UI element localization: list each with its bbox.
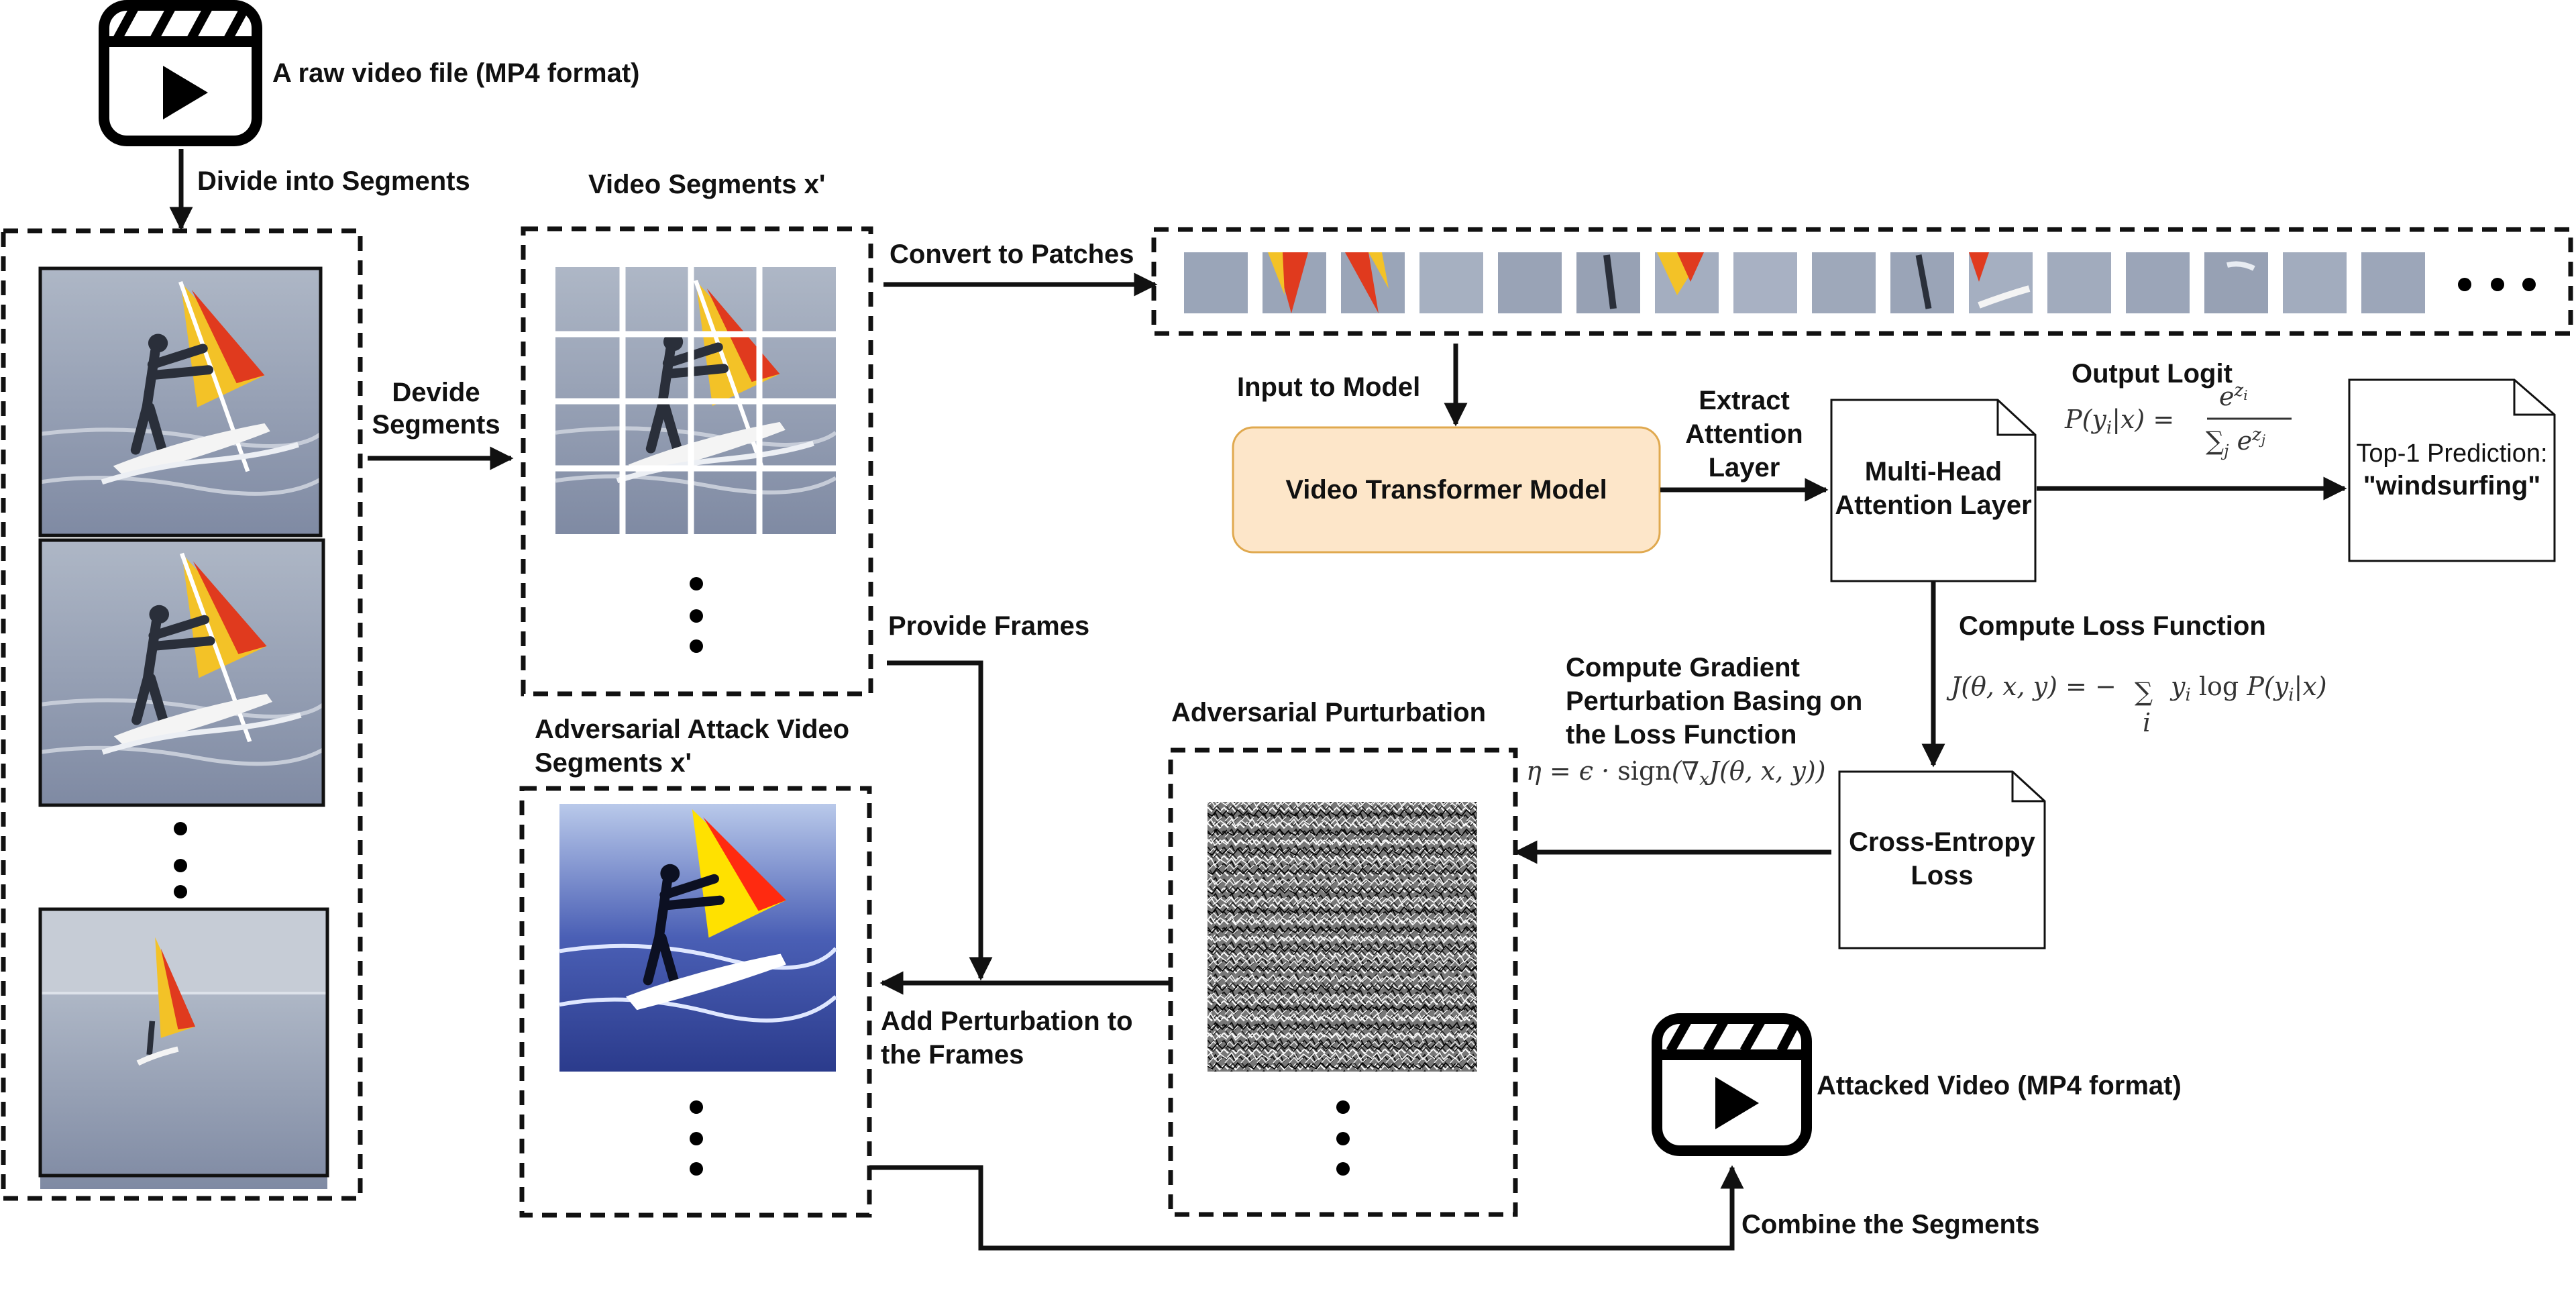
svg-text:∑: ∑ — [2135, 677, 2153, 707]
raw-video-icon — [99, 0, 262, 146]
video-transformer-box — [1232, 426, 1661, 554]
mha-label-2: Attention Layer — [1835, 490, 2031, 520]
patch-grid — [555, 267, 836, 534]
add-pert-label-2: the Frames — [881, 1040, 1024, 1070]
frame-2 — [40, 540, 323, 805]
input-to-model-label: Input to Model — [1237, 372, 1420, 402]
top1-label-1: Top-1 Prediction: — [2356, 439, 2547, 468]
frame-1 — [40, 268, 321, 535]
ellipsis-adv — [690, 1100, 703, 1176]
top1-label-2: "windsurfing" — [2363, 471, 2541, 501]
attacked-video-icon — [1652, 1013, 1812, 1156]
extract-label-3: Layer — [1709, 453, 1780, 482]
frames-container — [1, 228, 363, 1201]
extract-label-2: Attention — [1685, 419, 1803, 449]
arrow-combine — [869, 1165, 1744, 1251]
compute-grad-label-3: the Loss Function — [1566, 720, 1796, 749]
adv-frame — [559, 804, 836, 1072]
divide-into-segments-label: Divide into Segments — [197, 166, 470, 196]
video-transformer-label: Video Transformer Model — [1285, 475, 1607, 505]
convert-to-patches-label: Convert to Patches — [890, 240, 1134, 269]
fgsm-equation: η = ϵ · sign(∇xJ(θ, x, y)) — [1526, 756, 1826, 790]
devide-label-1: Devide — [392, 378, 480, 407]
loss-equation: J(θ, x, y) = − ∑ i yi log P(yi|x) — [1946, 672, 2327, 737]
patch-tiles — [1184, 252, 2425, 313]
ellipsis-frames — [174, 822, 187, 898]
svg-text:J(θ, x, y) = −: J(θ, x, y) = − — [1946, 672, 2116, 701]
softmax-equation: P(yi|x) = ezi ∑j ezj — [2064, 380, 2292, 460]
video-segments-box — [521, 226, 873, 696]
ce-label-1: Cross-Entropy — [1849, 827, 2036, 857]
noise-image — [1208, 802, 1477, 1072]
ellipsis-perturbation — [1336, 1100, 1350, 1176]
frame-3 — [40, 909, 327, 1189]
attacked-video-label: Attacked Video (MP4 format) — [1817, 1071, 2182, 1100]
svg-text:ezi: ezi — [2219, 380, 2248, 411]
svg-text:i: i — [2143, 708, 2151, 737]
adv-attack-box — [519, 786, 872, 1218]
combine-label: Combine the Segments — [1741, 1210, 2040, 1239]
adv-attack-label-2: Segments x' — [535, 748, 692, 778]
compute-loss-label: Compute Loss Function — [1959, 611, 2266, 641]
top1-prediction-box — [2348, 378, 2556, 562]
cross-entropy-box — [1838, 770, 2046, 949]
add-pert-label-1: Add Perturbation to — [881, 1006, 1133, 1036]
patch-strip — [1151, 227, 2573, 336]
arrow-provide-frames — [887, 660, 993, 981]
compute-grad-label-2: Perturbation Basing on — [1566, 686, 1862, 716]
ellipsis-patches — [2458, 278, 2536, 291]
devide-label-2: Segments — [372, 410, 500, 439]
svg-text:P(yi|x) =: P(yi|x) = — [2064, 405, 2174, 438]
svg-text:∑j ezj: ∑j ezj — [2206, 425, 2265, 460]
ce-label-2: Loss — [1911, 861, 1973, 890]
raw-video-label: A raw video file (MP4 format) — [272, 58, 640, 88]
multi-head-attention-box — [1830, 399, 2037, 582]
svg-text:yi log P(yi|x): yi log P(yi|x) — [2169, 672, 2327, 705]
adv-attack-label-1: Adversarial Attack Video — [535, 715, 849, 744]
ellipsis-segments — [690, 577, 703, 653]
mha-label-1: Multi-Head — [1865, 457, 2002, 486]
adv-perturbation-label: Adversarial Purturbation — [1171, 698, 1486, 727]
video-segments-label: Video Segments x' — [588, 170, 825, 199]
output-logit-label: Output Logit — [2072, 359, 2233, 389]
provide-frames-label: Provide Frames — [888, 611, 1089, 641]
compute-grad-label-1: Compute Gradient — [1566, 653, 1800, 682]
extract-label-1: Extract — [1699, 386, 1790, 415]
